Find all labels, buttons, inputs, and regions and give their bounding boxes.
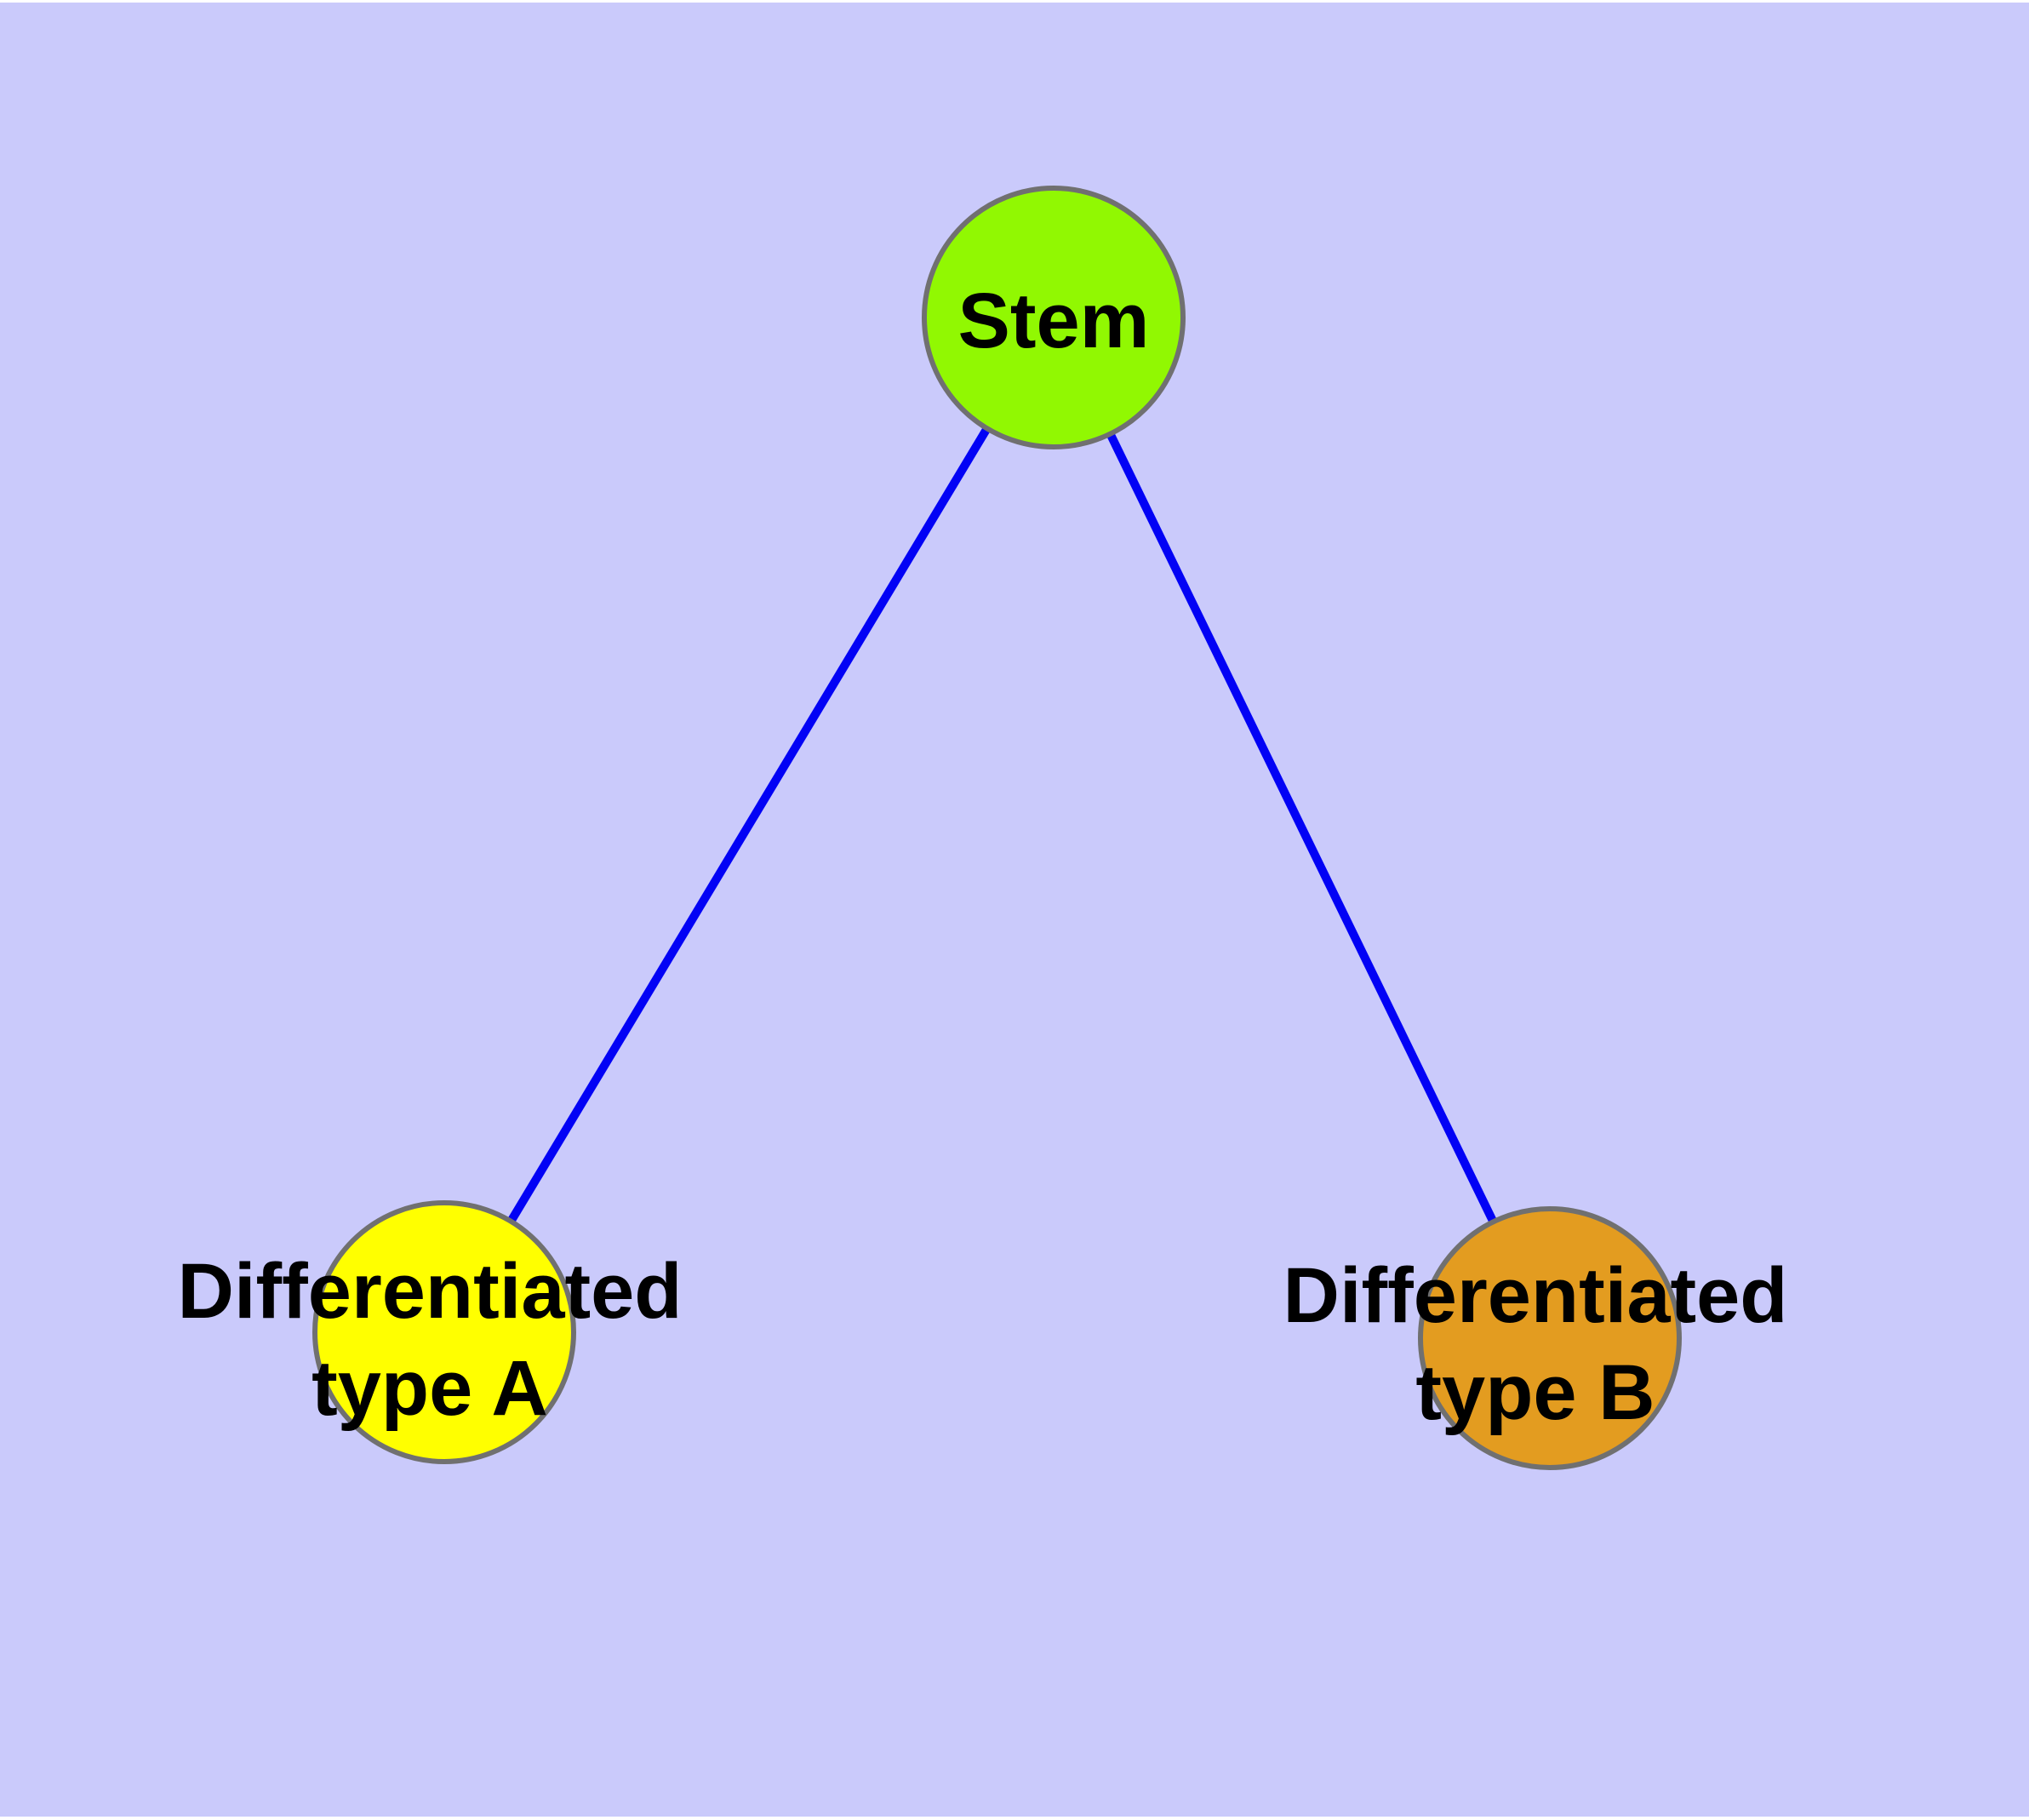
differentiated-type-a-node [312,1200,576,1464]
differentiated-type-b-label-line1: Differentiated [1283,1252,1788,1339]
differentiated-type-a-label-line2: type A [311,1345,548,1432]
edge-stem-to-type-a [440,315,1058,1335]
stem-node-label: Stem [958,278,1150,364]
stem-node [922,186,1186,449]
differentiated-type-b-label-line2: type B [1415,1349,1655,1436]
differentiated-type-a-label-line1: Differentiated [178,1248,683,1335]
differentiated-type-b-node [1418,1206,1682,1470]
edge-stem-to-type-b [1049,315,1554,1341]
